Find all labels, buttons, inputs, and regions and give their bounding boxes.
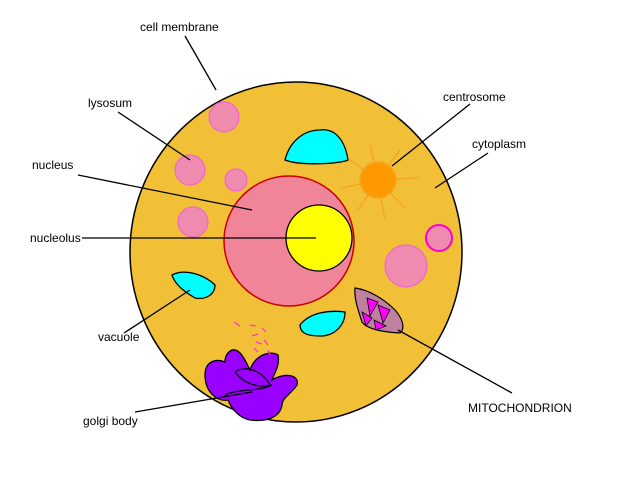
lysosome	[174, 154, 206, 186]
vesicles	[233, 321, 271, 356]
leader-cytoplasm	[434, 152, 489, 189]
label-mitochondrion: MITOCHONDRION	[468, 401, 572, 415]
lysosome	[208, 101, 240, 133]
lysosome	[224, 168, 248, 192]
label-vacuole: vacuole	[98, 330, 140, 344]
vacuole	[171, 271, 216, 300]
centrosome	[341, 144, 419, 221]
leader-cell-membrane	[184, 35, 217, 91]
lysosome	[384, 244, 428, 288]
label-golgi-body: golgi body	[83, 414, 138, 428]
leader-centrosome	[391, 103, 471, 167]
label-cell-membrane: cell membrane	[140, 20, 219, 34]
leader-nucleus	[77, 174, 253, 211]
label-lysosum: lysosum	[88, 96, 132, 110]
label-centrosome: centrosome	[443, 90, 506, 104]
vacuole	[284, 129, 349, 165]
mitochondrion	[354, 287, 404, 334]
lysosome	[177, 206, 209, 238]
leader-vacuole	[123, 289, 191, 334]
leader-mitochondrion	[397, 329, 513, 394]
leader-lysosum	[117, 111, 191, 161]
label-nucleus: nucleus	[32, 158, 73, 172]
label-cytoplasm: cytoplasm	[472, 137, 526, 151]
lysosomes	[174, 101, 453, 288]
leader-golgi	[134, 391, 253, 413]
label-nucleolus: nucleolus	[30, 231, 81, 245]
lysosome	[425, 224, 453, 252]
vacuole	[299, 310, 346, 337]
